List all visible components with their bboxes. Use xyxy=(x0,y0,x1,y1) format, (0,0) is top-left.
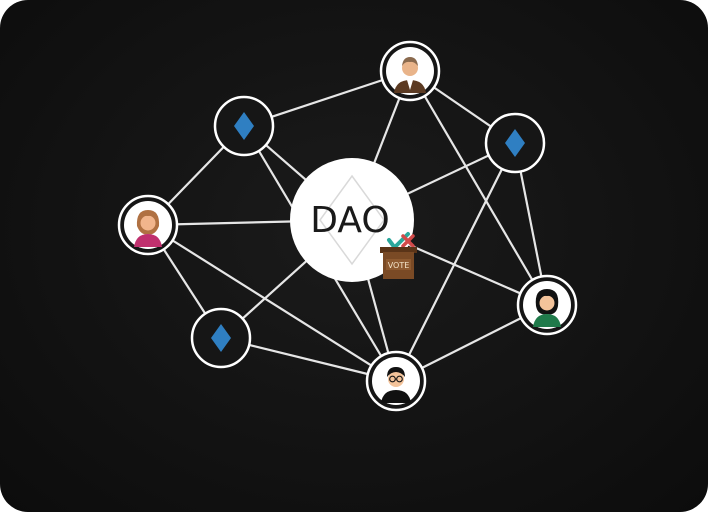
node-person-left xyxy=(117,194,179,256)
node-diamond-top-right xyxy=(484,112,546,174)
node-diamond-bottom-left xyxy=(190,307,252,369)
diamond-icon xyxy=(505,129,525,157)
man-avatar-icon xyxy=(394,57,426,93)
edge xyxy=(147,224,397,382)
node-person-top xyxy=(379,40,441,102)
edge xyxy=(409,70,548,306)
node-diamond-top-left xyxy=(213,95,275,157)
ballot-box-icon: VOTE xyxy=(380,232,417,279)
ballot-box-plate xyxy=(386,259,411,270)
diamond-icon xyxy=(211,324,231,352)
diamond-icon xyxy=(234,112,254,140)
faint-diamond-icon xyxy=(319,174,385,266)
node-person-bottom xyxy=(365,350,427,412)
ballot-box-lid xyxy=(380,247,417,253)
vote-label: VOTE xyxy=(388,261,410,270)
node-person-right xyxy=(516,274,578,336)
check-mark-icon xyxy=(387,238,397,250)
dao-label: DAO xyxy=(310,200,389,241)
cross-mark-icon xyxy=(401,234,415,248)
woman-avatar-icon xyxy=(134,210,162,247)
man-glasses-avatar-icon xyxy=(381,367,411,403)
woman-avatar-icon xyxy=(533,289,561,327)
edge xyxy=(395,142,516,382)
